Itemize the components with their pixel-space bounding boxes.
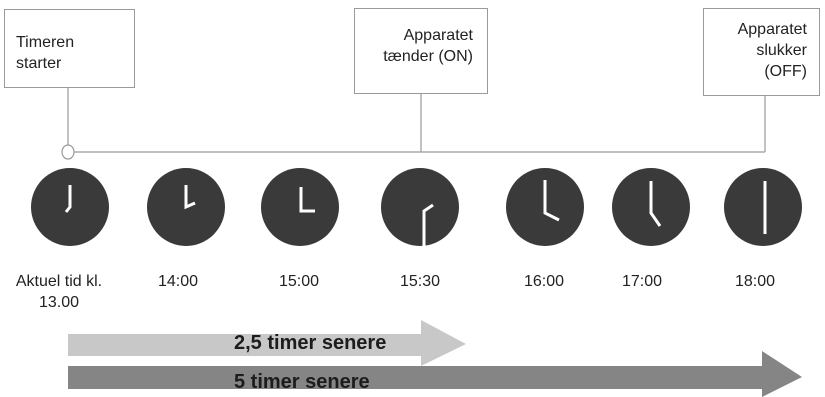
time-label: 16:00 — [524, 273, 565, 290]
callout-line: (OFF) — [764, 63, 807, 80]
time-label: 18:00 — [735, 273, 776, 290]
clock-15-30 — [381, 168, 459, 246]
time-label-line: 13.00 — [38, 294, 80, 311]
callout-line: Apparatet — [737, 21, 807, 38]
callout-line: starter — [16, 55, 62, 72]
time-label-current: Aktuel tid kl. 13.00 — [8, 271, 110, 313]
short-duration-label: 2,5 timer senere — [234, 332, 387, 354]
long-duration-arrow — [68, 351, 802, 397]
callout-line: slukker — [756, 42, 807, 59]
long-duration-label: 5 timer senere — [234, 371, 370, 393]
clock-16-00 — [506, 168, 584, 246]
clock-13-00 — [31, 168, 109, 246]
callout-line: Apparatet — [403, 27, 473, 44]
clock-17-00 — [612, 168, 690, 246]
time-label: 17:00 — [622, 273, 663, 290]
callout-line: Timeren — [16, 34, 75, 51]
callout-line: tænder (ON) — [383, 48, 473, 65]
start-marker — [61, 144, 75, 160]
clock-15-00 — [261, 168, 339, 246]
time-label-line: Aktuel tid kl. — [15, 273, 103, 290]
clock-14-00 — [147, 168, 225, 246]
time-label: 15:30 — [400, 273, 441, 290]
time-label: 15:00 — [279, 273, 320, 290]
timer-starts-callout: Timeren starter — [4, 9, 135, 88]
time-label: 14:00 — [158, 273, 199, 290]
clock-18-00 — [724, 168, 802, 246]
device-off-callout: Apparatet slukker (OFF) — [703, 8, 820, 96]
device-on-callout: Apparatet tænder (ON) — [354, 8, 488, 94]
short-duration-arrow — [68, 320, 466, 366]
